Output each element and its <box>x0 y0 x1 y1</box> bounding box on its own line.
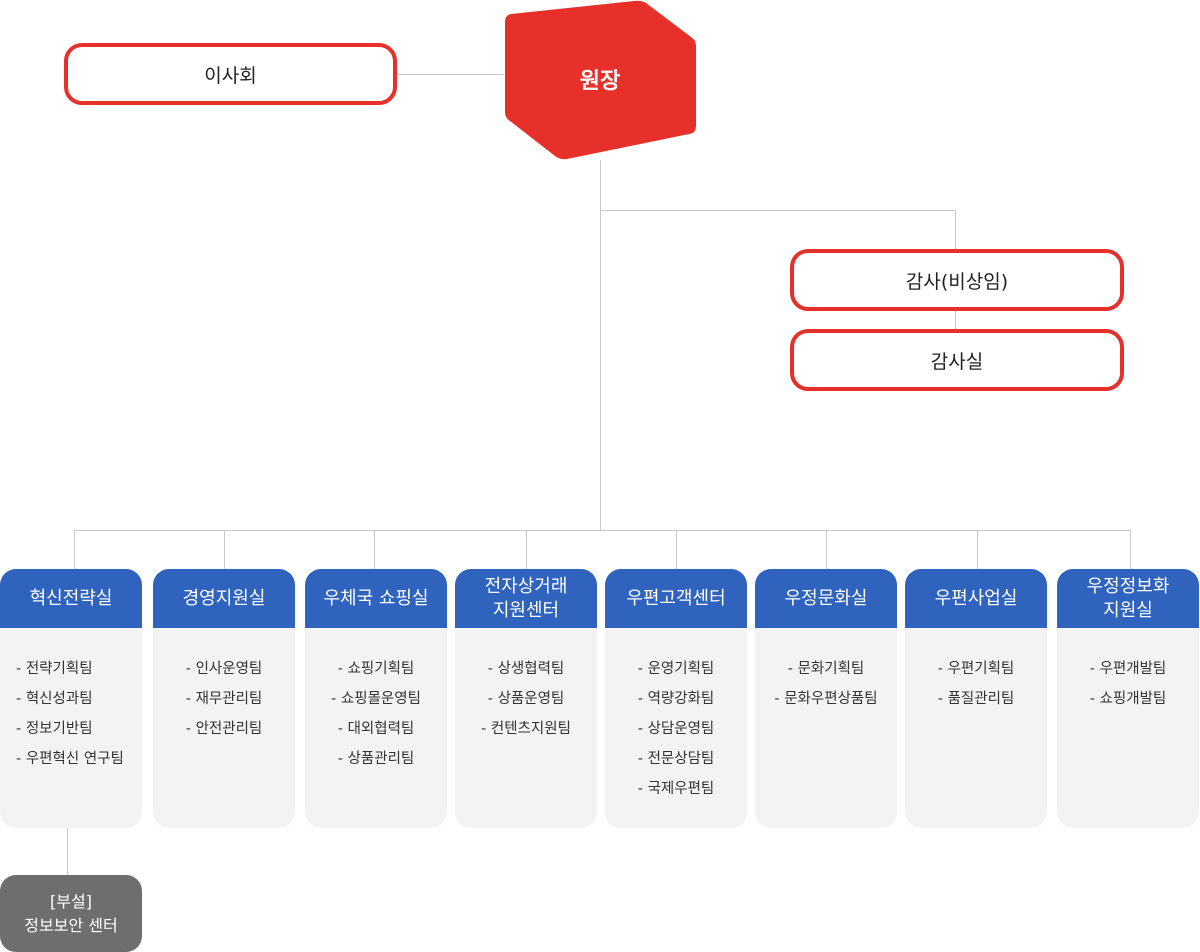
connector-dept-drop <box>224 530 225 569</box>
dept-postal-culture: 우정문화실 문화기획팀 문화우편상품팀 <box>755 569 897 828</box>
connector-auditor-office <box>955 309 956 330</box>
team-list: 상생협력팀 상품운영팀 컨텐츠지원팀 <box>455 628 597 744</box>
dept-header: 전자상거래 지원센터 <box>455 569 597 628</box>
team-item: 상생협력팀 <box>455 654 597 684</box>
team-item: 쇼핑기획팀 <box>305 654 447 684</box>
board-label: 이사회 <box>204 64 257 87</box>
dept-innovation-strategy: 혁신전략실 전략기획팀 혁신성과팀 정보기반팀 우편혁신 연구팀 <box>0 569 142 828</box>
team-item: 우편기획팀 <box>905 654 1047 684</box>
dept-postal-customer-center: 우편고객센터 운영기획팀 역량강화팀 상담운영팀 전문상담팀 국제우편팀 <box>605 569 747 828</box>
team-item: 재무관리팀 <box>153 684 295 714</box>
connector-dept-drop <box>374 530 375 569</box>
team-list: 인사운영팀 재무관리팀 안전관리팀 <box>153 628 295 744</box>
team-item: 정보기반팀 <box>16 714 142 744</box>
team-item: 쇼핑몰운영팀 <box>305 684 447 714</box>
connector-board-head <box>396 74 504 75</box>
team-item: 혁신성과팀 <box>16 684 142 714</box>
connector-audit-branch <box>600 210 956 211</box>
dept-post-shopping: 우체국 쇼핑실 쇼핑기획팀 쇼핑몰운영팀 대외협력팀 상품관리팀 <box>305 569 447 828</box>
dept-header: 우편사업실 <box>905 569 1047 628</box>
team-item: 문화우편상품팀 <box>755 684 897 714</box>
team-item: 우편개발팀 <box>1057 654 1199 684</box>
connector-dept-drop <box>977 530 978 569</box>
dept-header: 우정문화실 <box>755 569 897 628</box>
team-list: 문화기획팀 문화우편상품팀 <box>755 628 897 714</box>
team-item: 전문상담팀 <box>605 744 747 774</box>
audit-office-box: 감사실 <box>790 329 1124 391</box>
auditor-box: 감사(비상임) <box>790 249 1124 311</box>
team-item: 문화기획팀 <box>755 654 897 684</box>
team-item: 컨텐츠지원팀 <box>455 714 597 744</box>
connector-dept-bar <box>74 530 1131 531</box>
head-label: 원장 <box>579 69 621 94</box>
team-list: 쇼핑기획팀 쇼핑몰운영팀 대외협력팀 상품관리팀 <box>305 628 447 774</box>
head-shape <box>505 0 696 160</box>
dept-management-support: 경영지원실 인사운영팀 재무관리팀 안전관리팀 <box>153 569 295 828</box>
team-item: 상품운영팀 <box>455 684 597 714</box>
sub-unit-name: 정보보안 센터 <box>24 915 118 935</box>
dept-ecommerce-support: 전자상거래 지원센터 상생협력팀 상품운영팀 컨텐츠지원팀 <box>455 569 597 828</box>
connector-head-trunk <box>600 160 601 530</box>
dept-header: 우편고객센터 <box>605 569 747 628</box>
team-item: 쇼핑개발팀 <box>1057 684 1199 714</box>
connector-dept-drop <box>826 530 827 569</box>
connector-dept-drop <box>676 530 677 569</box>
team-list: 우편개발팀 쇼핑개발팀 <box>1057 628 1199 714</box>
board-box: 이사회 <box>64 43 397 105</box>
dept-header: 혁신전략실 <box>0 569 142 628</box>
dept-header: 우정정보화 지원실 <box>1057 569 1199 628</box>
team-list: 운영기획팀 역량강화팀 상담운영팀 전문상담팀 국제우편팀 <box>605 628 747 804</box>
team-list: 우편기획팀 품질관리팀 <box>905 628 1047 714</box>
team-item: 인사운영팀 <box>153 654 295 684</box>
team-item: 대외협력팀 <box>305 714 447 744</box>
team-item: 품질관리팀 <box>905 684 1047 714</box>
connector-dept-drop <box>74 530 75 569</box>
team-item: 운영기획팀 <box>605 654 747 684</box>
connector-sub-unit <box>67 828 68 875</box>
dept-postal-it-support: 우정정보화 지원실 우편개발팀 쇼핑개발팀 <box>1057 569 1199 828</box>
auditor-label: 감사(비상임) <box>905 270 1009 293</box>
team-item: 우편혁신 연구팀 <box>16 744 142 774</box>
connector-dept-drop <box>1130 530 1131 569</box>
sub-unit-tag: [부설] <box>50 891 92 911</box>
team-item: 국제우편팀 <box>605 774 747 804</box>
sub-unit-box: [부설] 정보보안 센터 <box>0 875 142 952</box>
dept-header: 우체국 쇼핑실 <box>305 569 447 628</box>
team-item: 상품관리팀 <box>305 744 447 774</box>
team-item: 전략기획팀 <box>16 654 142 684</box>
connector-dept-drop <box>526 530 527 569</box>
dept-postal-business: 우편사업실 우편기획팀 품질관리팀 <box>905 569 1047 828</box>
team-list: 전략기획팀 혁신성과팀 정보기반팀 우편혁신 연구팀 <box>0 628 142 774</box>
connector-audit-drop <box>955 210 956 250</box>
audit-office-label: 감사실 <box>930 350 984 373</box>
team-item: 상담운영팀 <box>605 714 747 744</box>
team-item: 안전관리팀 <box>153 714 295 744</box>
team-item: 역량강화팀 <box>605 684 747 714</box>
dept-header: 경영지원실 <box>153 569 295 628</box>
